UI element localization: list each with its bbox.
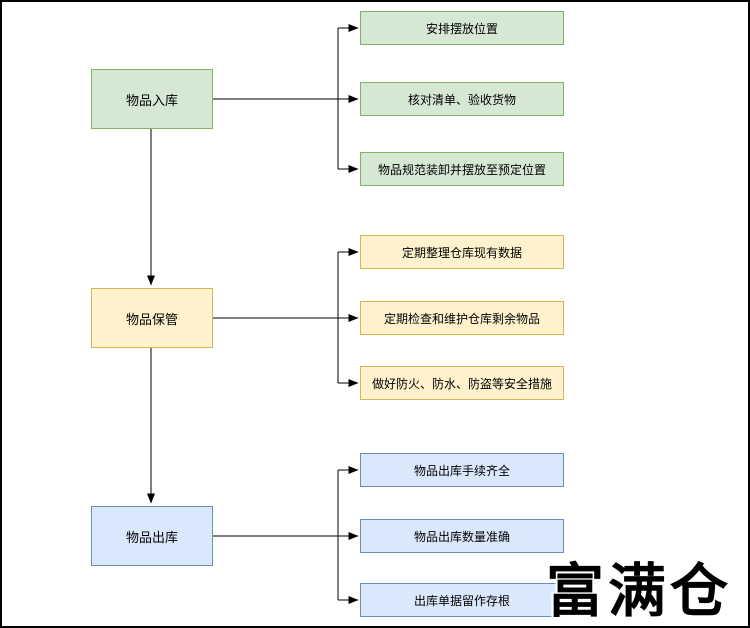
- inbound-step-arrange-position: 安排摆放位置: [360, 11, 564, 45]
- node-goods-outbound: 物品出库: [91, 506, 213, 566]
- node-goods-inbound: 物品入库: [91, 69, 213, 129]
- inbound-step-check-list: 核对清单、验收货物: [360, 82, 564, 116]
- storage-step-safety-measures: 做好防火、防水、防盗等安全措施: [360, 366, 564, 400]
- inbound-step-standard-unloading: 物品规范装卸并摆放至预定位置: [360, 152, 564, 186]
- outbound-step-keep-stub: 出库单据留作存根: [360, 583, 564, 617]
- outbound-step-complete-procedures: 物品出库手续齐全: [360, 453, 564, 487]
- brand-watermark: 富满仓: [546, 559, 733, 624]
- node-goods-storage: 物品保管: [91, 288, 213, 348]
- storage-step-inspect-maintain: 定期检查和维护仓库剩余物品: [360, 301, 564, 335]
- storage-step-organize-data: 定期整理仓库现有数据: [360, 235, 564, 269]
- outbound-step-accurate-quantity: 物品出库数量准确: [360, 519, 564, 553]
